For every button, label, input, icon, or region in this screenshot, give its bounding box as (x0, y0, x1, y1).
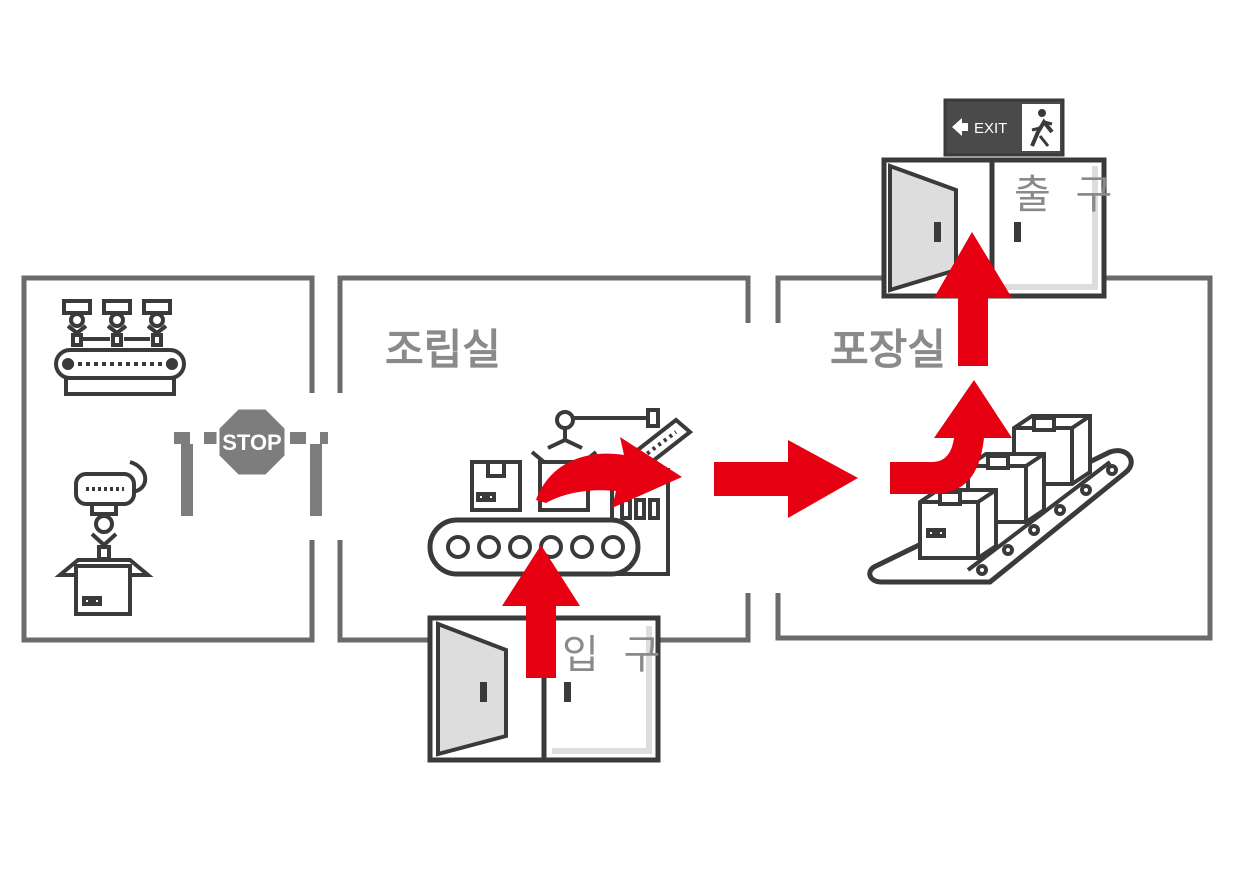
assembly-room-label: 조립실 (385, 325, 501, 374)
assembly-room-walls (337, 275, 751, 643)
packaging-room-walls (775, 275, 1213, 641)
exit-sign-icon: EXIT (943, 98, 1065, 157)
arrow-up-from-entrance (502, 545, 580, 678)
arrow-curved-assembly (536, 437, 682, 508)
entrance-label: 입 구 (562, 632, 666, 678)
arrow-curved-packaging (890, 380, 1012, 494)
flow-arrows (502, 232, 1012, 678)
exit-label: 출 구 (1014, 172, 1118, 218)
stop-barrier-icon: STOP (174, 406, 328, 516)
packaging-room-label: 포장실 (830, 325, 946, 374)
packaging-conveyor-icon (867, 414, 1134, 585)
robot-arm-conveyor-icon (54, 299, 186, 396)
exit-sign-text: EXIT (974, 120, 1007, 137)
arrow-assembly-to-packaging (714, 440, 858, 518)
arrow-up-to-exit (934, 232, 1012, 366)
left-room-walls (21, 275, 315, 643)
robot-packing-box-icon (54, 460, 154, 616)
stop-sign-text: STOP (222, 430, 282, 455)
